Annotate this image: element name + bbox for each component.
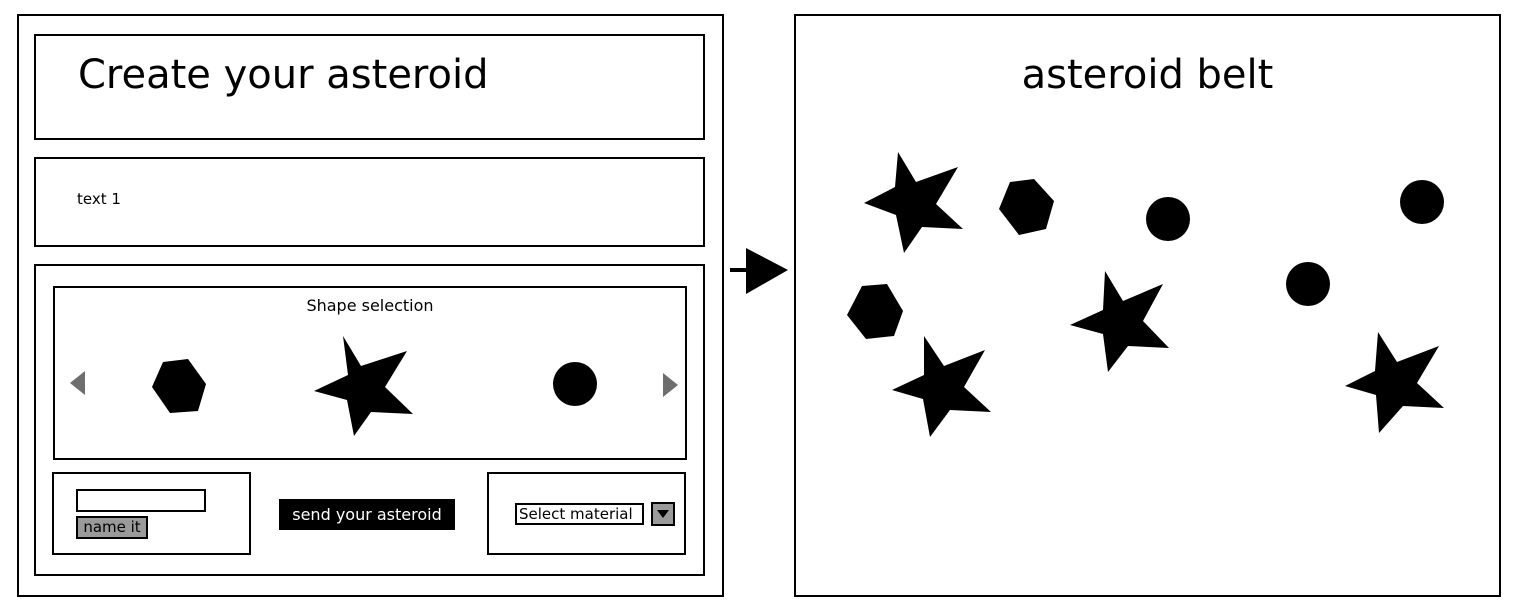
arrow-right-icon: [730, 248, 788, 294]
hexagon-shape-option[interactable]: [150, 357, 210, 415]
asteroid-star: [892, 336, 991, 437]
asteroid-star: [1070, 271, 1169, 372]
asteroid-circle: [1146, 197, 1190, 241]
asteroid-star: [1345, 332, 1444, 433]
triangle-left-icon[interactable]: [68, 369, 88, 397]
asteroid-circle: [1286, 262, 1330, 306]
name-box: [52, 472, 251, 555]
shape-selection-title: Shape selection: [306, 296, 434, 315]
text-box: [34, 157, 705, 247]
asteroid-belt-title: asteroid belt: [1021, 52, 1274, 98]
circle-shape-option[interactable]: [552, 361, 598, 407]
asteroid-name-input[interactable]: [76, 489, 206, 512]
asteroid-hexagon: [999, 179, 1054, 235]
description-text: text 1: [77, 190, 121, 208]
name-it-button[interactable]: name it: [76, 516, 148, 539]
triangle-down-icon: [657, 510, 669, 518]
send-asteroid-button[interactable]: send your asteroid: [279, 499, 455, 530]
material-dropdown-button[interactable]: [651, 502, 675, 526]
material-select[interactable]: Select material: [515, 503, 644, 525]
triangle-right-icon[interactable]: [660, 371, 680, 399]
asteroid-star: [864, 152, 963, 253]
star-shape-option[interactable]: [312, 333, 416, 439]
page-title: Create your asteroid: [78, 52, 489, 98]
title-box: [34, 34, 705, 140]
asteroid-circle: [1400, 180, 1444, 224]
asteroid-hexagon: [847, 284, 903, 339]
